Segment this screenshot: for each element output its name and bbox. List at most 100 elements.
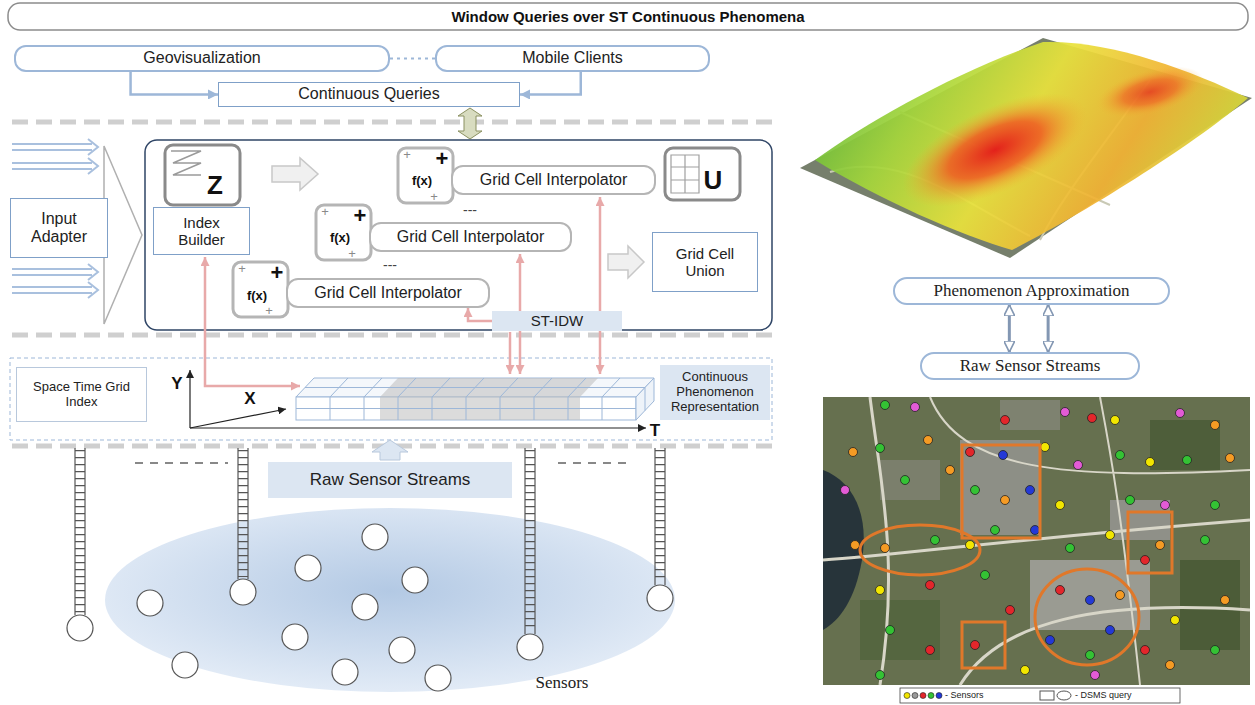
sensor-node xyxy=(362,524,388,550)
legend-sample xyxy=(1040,691,1054,700)
sensor-dot xyxy=(966,448,975,457)
method-band: ST-IDW xyxy=(492,311,622,330)
legend-frame xyxy=(900,688,1180,703)
sensor-node xyxy=(172,652,198,678)
sensor-dot xyxy=(1031,526,1040,535)
sensor-dot xyxy=(1088,414,1097,423)
grid-region xyxy=(10,358,772,440)
campus-map xyxy=(1180,560,1240,650)
campus-map xyxy=(1000,400,1060,430)
query-arrow xyxy=(458,108,482,139)
builder-icon xyxy=(165,145,240,205)
icon-plus: + xyxy=(271,261,284,285)
query-box: Continuous Queries xyxy=(218,82,520,107)
grid-block xyxy=(296,378,654,420)
input-arrow xyxy=(88,158,98,174)
union-icon xyxy=(665,148,740,200)
sensor-node xyxy=(647,585,673,611)
node-text: Grid Cell Union xyxy=(659,245,751,280)
builder-box: Index Builder xyxy=(153,207,250,255)
icon-plus: + xyxy=(403,148,411,162)
query-arrow xyxy=(131,72,218,95)
union-box: Grid Cell Union xyxy=(652,232,758,292)
axis-label: Y xyxy=(171,375,182,394)
ellipsis-mark: --- xyxy=(383,258,397,273)
node-text: Geovisualization xyxy=(143,49,260,67)
icon-plus: + xyxy=(238,262,246,276)
axis xyxy=(190,409,286,428)
query-region xyxy=(860,525,980,575)
title-frame xyxy=(8,3,1248,30)
access-line xyxy=(205,197,600,386)
legend-text: - Sensors xyxy=(945,690,984,700)
sensor-node xyxy=(67,524,673,691)
grid-region xyxy=(10,358,772,440)
sensor-dot xyxy=(841,486,850,495)
sensor-node xyxy=(332,659,358,685)
surface-figure xyxy=(800,38,1252,258)
block-arrow xyxy=(272,158,318,190)
sensor-dot xyxy=(1141,556,1150,565)
sensor-dot xyxy=(1211,646,1220,655)
sensor-dot xyxy=(1066,544,1075,553)
sensor-dot xyxy=(999,451,1008,460)
sensor-dot xyxy=(1146,458,1155,467)
query-arrow xyxy=(458,108,482,139)
input-arrow xyxy=(88,139,98,155)
sensor-dot xyxy=(1086,651,1095,660)
sensor-dot xyxy=(1056,501,1065,510)
sensor-dot xyxy=(1116,451,1125,460)
legend-sample xyxy=(920,693,926,699)
legend-sample xyxy=(928,693,934,699)
legend-text: - DSMS query xyxy=(1075,690,1132,700)
sensor-dot xyxy=(926,646,935,655)
icon-plus: + xyxy=(430,190,438,204)
icon-plus: + xyxy=(436,147,449,171)
input-arrow xyxy=(12,168,92,170)
sensor-field xyxy=(105,508,675,692)
sensors-label: Sensors xyxy=(536,674,589,693)
ellipsis-mark: --- xyxy=(463,203,477,218)
representation-box: Continuous Phenomenon Representation xyxy=(660,365,770,420)
node-text: Grid Cell Interpolator xyxy=(480,171,628,189)
access-line xyxy=(599,197,602,374)
sensor-node xyxy=(230,579,256,605)
axis xyxy=(189,370,190,428)
sensor-dot xyxy=(924,436,933,445)
sensor-dot xyxy=(1161,501,1170,510)
icon-plus: + xyxy=(354,204,367,228)
interpolator-box: Grid Cell Interpolator xyxy=(286,278,490,308)
surface-figure xyxy=(1091,57,1209,128)
sensor-dot xyxy=(1156,541,1165,550)
layer-separator xyxy=(12,122,772,446)
node-text: Continuous Phenomenon Representation xyxy=(664,370,766,415)
icon-plus: + xyxy=(321,205,329,219)
surface-figure xyxy=(815,42,1248,250)
campus-map xyxy=(823,397,1250,685)
input-arrow xyxy=(12,286,92,288)
sensor-node xyxy=(282,624,308,650)
sensor-dot xyxy=(1106,626,1115,635)
sensor-dot xyxy=(1026,486,1035,495)
sensor-dot xyxy=(1061,408,1070,417)
interpolator-box: Grid Cell Interpolator xyxy=(451,165,656,195)
layer-separator xyxy=(12,333,772,338)
exchange-arrow xyxy=(1008,305,1011,352)
campus-map xyxy=(823,397,1250,685)
union-icon xyxy=(671,155,699,193)
sensor-dot xyxy=(1221,596,1230,605)
sensor-dot xyxy=(1006,606,1015,615)
ladder xyxy=(664,448,665,585)
surface-figure xyxy=(887,70,1104,231)
stream-band: Raw Sensor Streams xyxy=(268,462,512,498)
node-text: Grid Cell Interpolator xyxy=(397,228,545,246)
sensor-dot xyxy=(971,641,980,650)
stream-arrow xyxy=(372,440,408,460)
input-arrow xyxy=(12,292,92,294)
engine-frame xyxy=(145,140,772,330)
campus-map xyxy=(1150,420,1220,470)
sensor-dot xyxy=(971,486,980,495)
legend-item: - DSMS query xyxy=(1075,688,1132,703)
ladder xyxy=(525,450,535,632)
diagram-title: Window Queries over ST Continuous Phenom… xyxy=(8,3,1248,30)
